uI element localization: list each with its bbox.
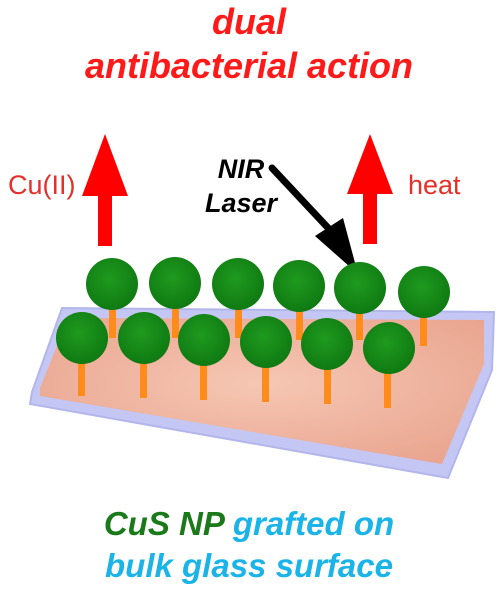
nanoparticle: [273, 260, 325, 312]
arrow-left-icon: [82, 134, 128, 246]
nanoparticle: [212, 258, 264, 310]
nanoparticle: [118, 312, 170, 364]
laser-arrow-icon: [268, 164, 358, 274]
laser-label-line-2: Laser: [204, 188, 278, 218]
nanoparticle: [334, 262, 386, 314]
nanoparticle: [363, 322, 415, 374]
laser-label: NIR Laser: [196, 152, 286, 220]
copper-ion-label: Cu(II): [8, 170, 76, 200]
title-line-2: antibacterial action: [84, 45, 414, 86]
nanoparticle: [86, 258, 138, 310]
nanoparticle: [178, 314, 230, 366]
caption-line-2: bulk glass surface: [105, 547, 393, 584]
caption-cus-np: CuS NP: [103, 505, 224, 542]
heat-label: heat: [408, 170, 461, 200]
linker-group-back: [109, 300, 427, 346]
arrow-right-icon: [347, 134, 393, 244]
caption-grafted-on: grafted on: [232, 505, 395, 542]
linker-group-front: [78, 352, 391, 408]
nanoparticle: [56, 312, 108, 364]
nanoparticle: [149, 257, 201, 309]
laser-label-line-1: NIR: [217, 154, 265, 184]
nanoparticle-row-front: [56, 312, 415, 374]
nanoparticle: [301, 318, 353, 370]
nanoparticle: [398, 266, 450, 318]
nanoparticle: [240, 316, 292, 368]
nanoparticle-row-back: [86, 257, 450, 318]
title-line-1: dual: [211, 1, 286, 42]
caption-line-1: CuS NP grafted on: [0, 504, 498, 544]
